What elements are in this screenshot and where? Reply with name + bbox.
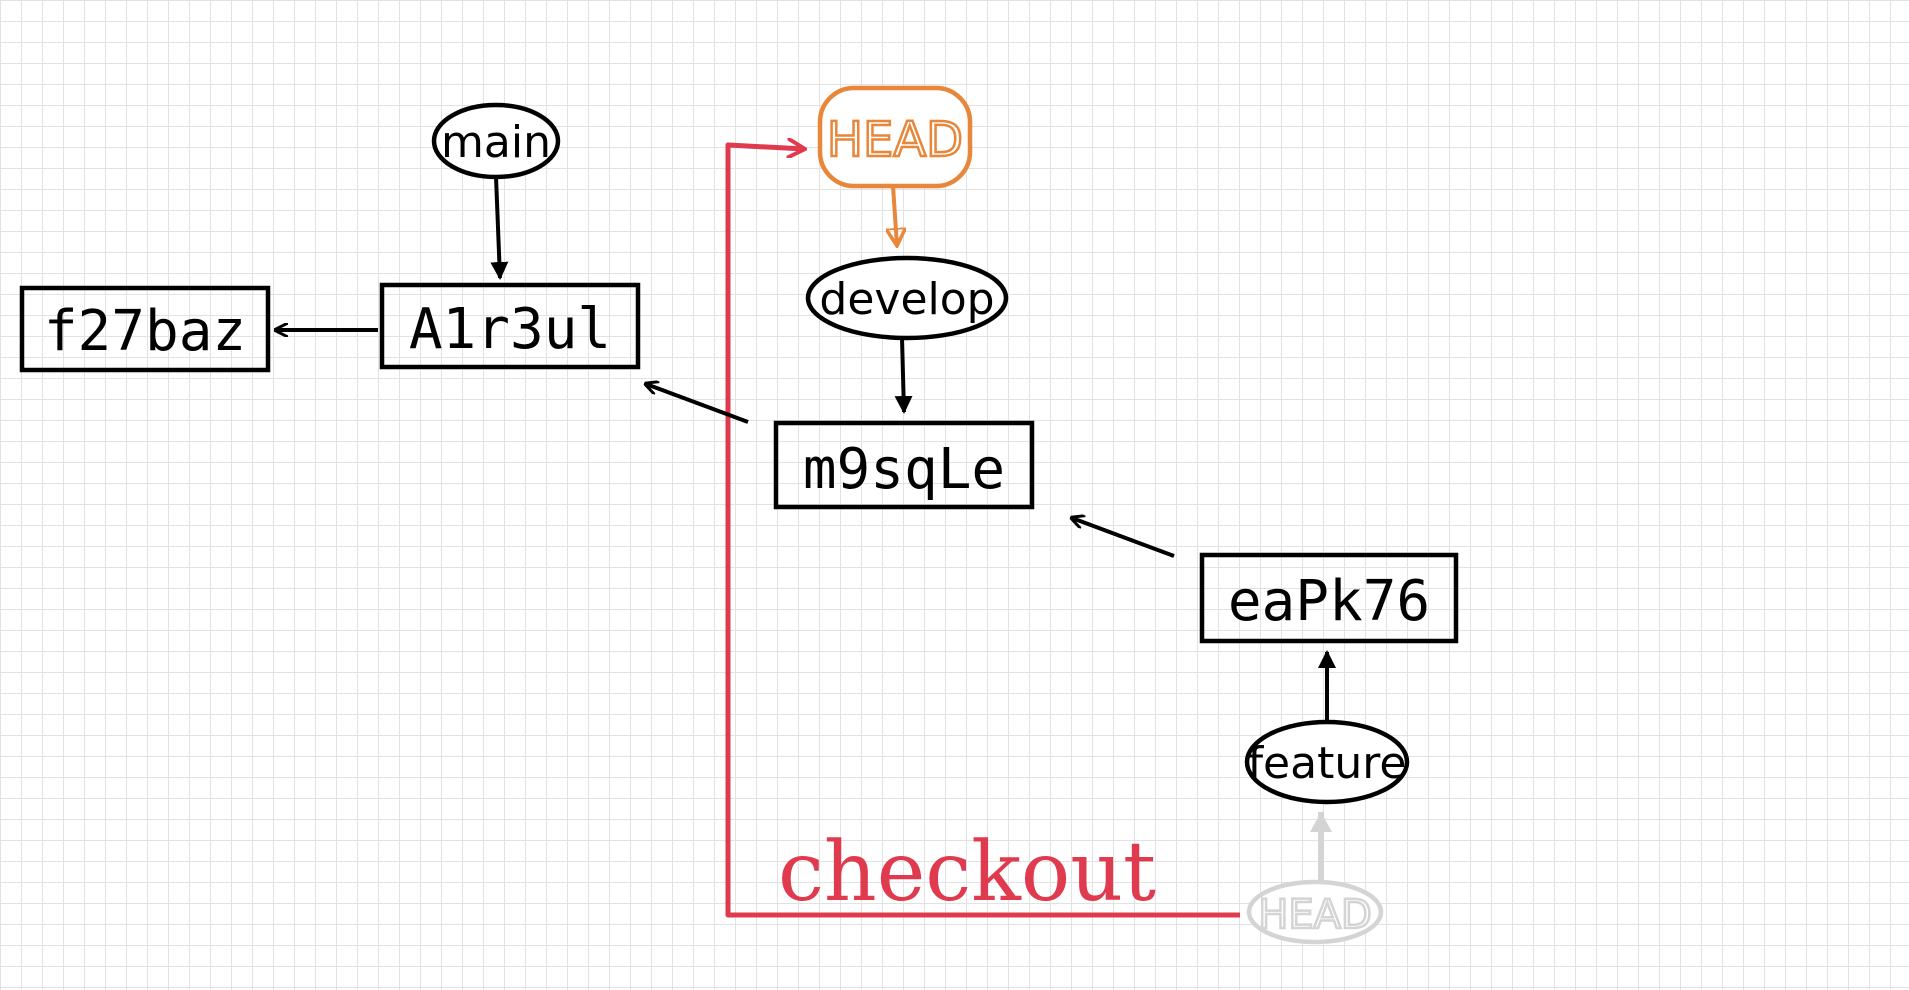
commit-label: m9sqLe: [803, 437, 1005, 502]
head-label: HEAD: [827, 112, 963, 168]
branch-feature: feature: [1244, 719, 1410, 805]
commit-label: A1r3ul: [409, 297, 611, 362]
head-current: HEAD: [817, 85, 973, 189]
branch-label: main: [441, 117, 551, 168]
parent-arrow: [1072, 518, 1175, 558]
commit-eapk76: eaPk76: [1199, 552, 1459, 644]
head-previous: HEAD: [1246, 879, 1384, 945]
head-pointer-arrow: [893, 185, 897, 246]
branch-develop: develop: [805, 255, 1009, 341]
checkout-arrow: [725, 145, 1240, 918]
commit-f27baz: f27baz: [19, 285, 271, 373]
commit-m9sqle: m9sqLe: [773, 420, 1035, 510]
checkout-label: checkout: [778, 825, 1156, 920]
commit-label: f27baz: [44, 299, 246, 364]
commit-label: eaPk76: [1228, 569, 1430, 634]
commit-a1r3ul: A1r3ul: [379, 282, 641, 370]
branch-label: develop: [819, 274, 994, 325]
previous-head-label: HEAD: [1258, 892, 1372, 938]
branch-main: main: [431, 102, 561, 180]
branch-pointer-arrow: [490, 176, 509, 280]
branch-label: feature: [1248, 738, 1407, 789]
branch-pointer-arrow: [894, 337, 913, 414]
parent-arrow: [646, 384, 749, 424]
